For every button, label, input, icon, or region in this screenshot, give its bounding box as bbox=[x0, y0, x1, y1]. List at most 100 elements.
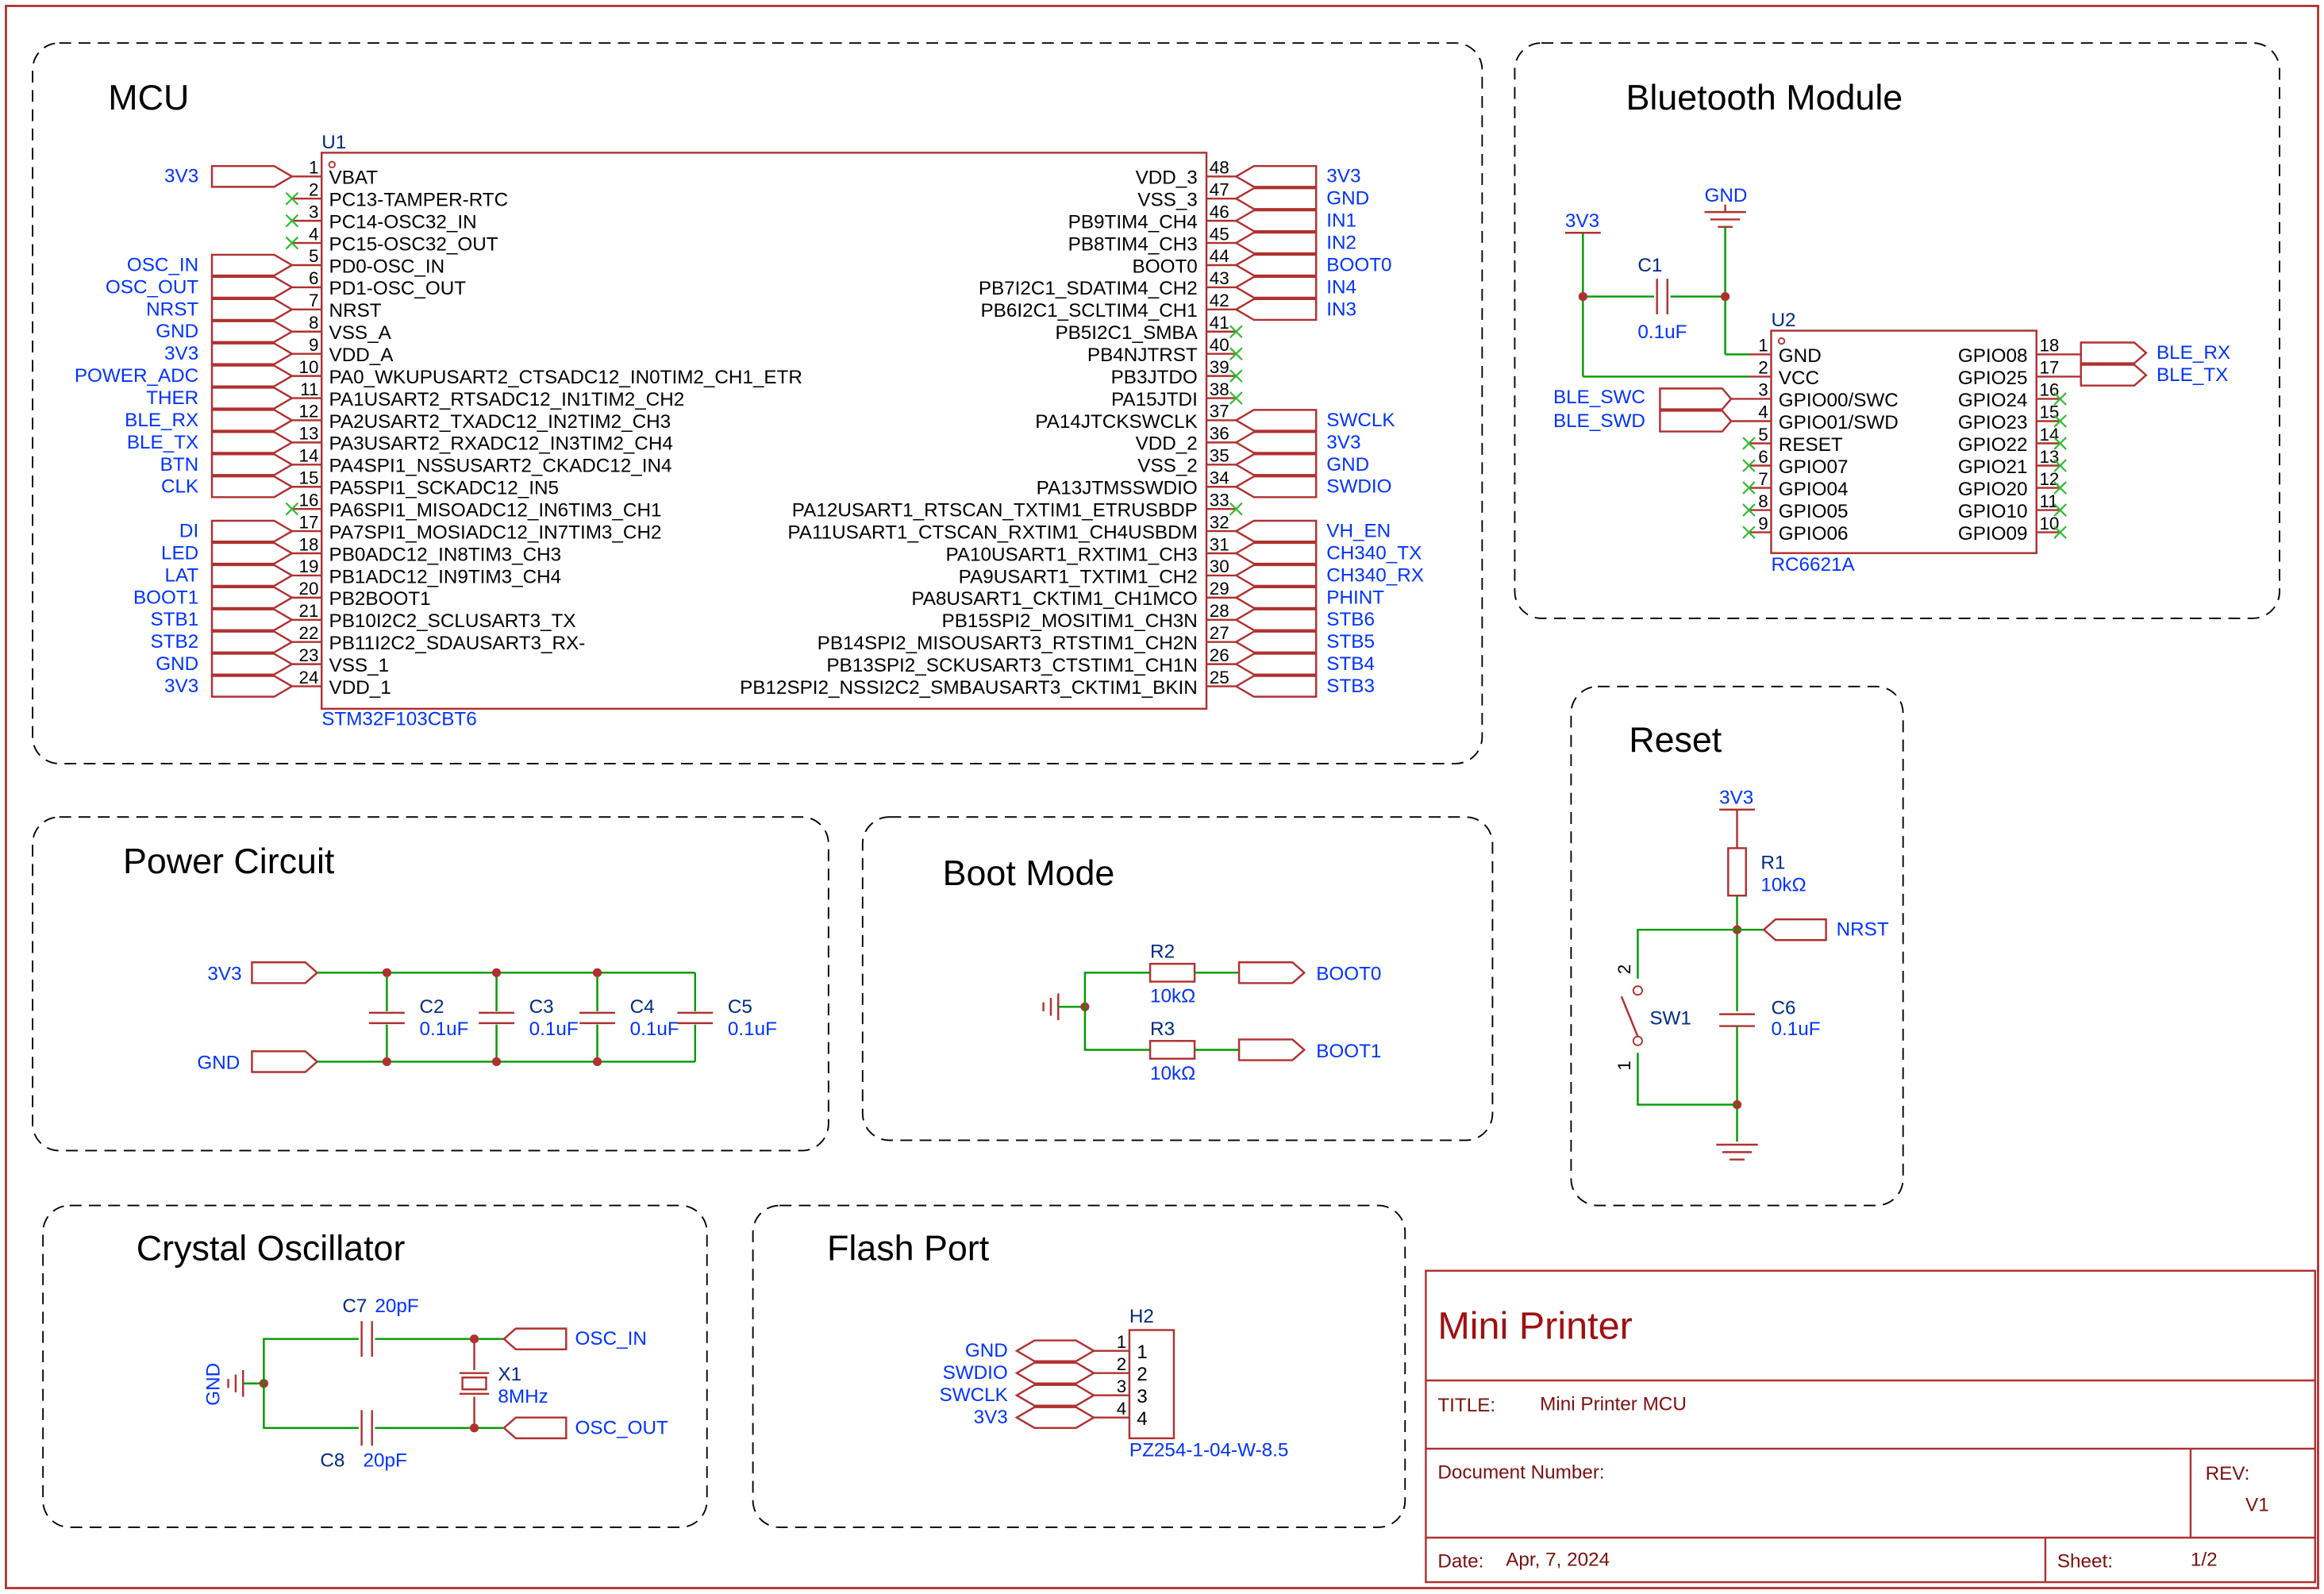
u1-pin-16-nc-b bbox=[285, 502, 299, 516]
u1-net-flag bbox=[1233, 541, 1318, 565]
u1-pin-name: PA4SPI1_NSSUSART2_CKADC12_IN4 bbox=[329, 456, 672, 477]
u2-pin-10-nc-b bbox=[2053, 526, 2067, 539]
u2-pin-name: GPIO23 bbox=[1958, 412, 2028, 433]
r3-body bbox=[1149, 1040, 1196, 1060]
u1-net-label: OSC_OUT bbox=[106, 276, 198, 298]
power-section-title: Power Circuit bbox=[123, 841, 335, 881]
u1-pin-number: 40 bbox=[1210, 335, 1229, 355]
u2-pin-13-nc bbox=[2053, 459, 2067, 472]
u1-net-label: IN4 bbox=[1326, 276, 1356, 298]
u1-net-label: STB5 bbox=[1326, 631, 1375, 653]
u2-pin-15-nc-b bbox=[2053, 414, 2067, 428]
u1-net-flag bbox=[210, 275, 294, 299]
boot-r3-wire bbox=[1083, 1007, 1151, 1051]
h2-net-flag bbox=[1014, 1361, 1096, 1384]
u1-net-label: IN1 bbox=[1326, 210, 1356, 232]
u2-right-pins: 18GPIO0817GPIO2516GPIO2415GPIO2314GPIO22… bbox=[1958, 336, 2081, 545]
h2-net-label: SWCLK bbox=[940, 1384, 1008, 1406]
u1-pin-name: VDD_1 bbox=[329, 677, 391, 699]
x1-ref: X1 bbox=[498, 1364, 521, 1385]
u1-body bbox=[321, 152, 1208, 710]
decoupling-cap: C20.1uF bbox=[368, 968, 469, 1067]
u2-pin-name: GPIO08 bbox=[1958, 345, 2028, 367]
u2-pin-number: 14 bbox=[2039, 425, 2059, 445]
h2-net-flag bbox=[1014, 1406, 1096, 1430]
u1-pin-name: PA6SPI1_MISOADC12_IN6TIM3_CH1 bbox=[329, 499, 662, 521]
u2-pin-number: 12 bbox=[2039, 469, 2059, 489]
reset-section-title: Reset bbox=[1629, 720, 1722, 760]
ble-tx-label: BLE_TX bbox=[2157, 364, 2228, 386]
u1-pin-38-nc-b bbox=[1229, 391, 1243, 405]
c8-ref: C8 bbox=[320, 1450, 344, 1471]
osc-out-label: OSC_OUT bbox=[575, 1417, 668, 1438]
osc-in-flag bbox=[502, 1327, 568, 1351]
u1-net-label: LAT bbox=[165, 564, 199, 586]
u1-pin-number: 17 bbox=[299, 512, 319, 532]
u1-pin-number: 26 bbox=[1210, 645, 1229, 665]
ble-swc-label: BLE_SWC bbox=[1553, 387, 1645, 408]
u1-pin-number: 45 bbox=[1210, 224, 1229, 244]
u2-pin-number: 2 bbox=[1758, 358, 1768, 378]
sw1-contact-bottom[interactable] bbox=[1632, 1035, 1643, 1046]
u1-pin-name: PA0_WKUPUSART2_CTSADC12_IN0TIM2_CH1_ETR bbox=[329, 367, 802, 388]
h2-net-flag bbox=[1014, 1339, 1096, 1362]
u2-pin-number: 16 bbox=[2039, 380, 2059, 400]
u1-pin-name: VSS_A bbox=[329, 322, 392, 344]
u1-pin-number: 10 bbox=[299, 357, 319, 377]
u1-pin-name: PB0ADC12_IN8TIM3_CH3 bbox=[329, 544, 562, 565]
u1-pin-41-nc bbox=[1229, 325, 1243, 339]
u1-pin-number: 47 bbox=[1210, 179, 1229, 199]
u1-pin-2-nc bbox=[285, 191, 299, 206]
u1-pin-40-nc-b bbox=[1229, 347, 1243, 360]
u2-pin-9-nc bbox=[1742, 526, 1756, 539]
u1-pin-name: PA11USART1_CTSCAN_RXTIM1_CH4USBDM bbox=[787, 522, 1197, 543]
u1-pin-name: PB5I2C1_SMBA bbox=[1055, 322, 1198, 344]
u1-pin-name: PA9USART1_TXTIM1_CH2 bbox=[959, 566, 1198, 587]
u1-pin-number: 21 bbox=[299, 601, 319, 621]
h2-pin-number-inner: 4 bbox=[1137, 1408, 1147, 1430]
power-gnd-flag bbox=[251, 1050, 319, 1073]
u1-pin-number: 30 bbox=[1210, 556, 1229, 576]
r2-ref: R2 bbox=[1150, 941, 1175, 963]
bluetooth-section-title: Bluetooth Module bbox=[1626, 78, 1903, 117]
u1-net-label: 3V3 bbox=[164, 343, 198, 364]
sw1-contact-top[interactable] bbox=[1632, 985, 1643, 996]
u1-pin-name: PB8TIM4_CH3 bbox=[1068, 233, 1198, 255]
c6-value: 0.1uF bbox=[1771, 1018, 1820, 1040]
u1-pin-number: 37 bbox=[1210, 402, 1229, 422]
r1-ref: R1 bbox=[1760, 853, 1785, 874]
sw1-lever[interactable] bbox=[1620, 995, 1639, 1038]
u1-pin-number: 2 bbox=[309, 179, 318, 199]
u2-pin-number: 3 bbox=[1758, 380, 1768, 400]
r3-value: 10kΩ bbox=[1150, 1063, 1195, 1084]
u2-pin-16-nc-b bbox=[2053, 392, 2067, 406]
u1-pin-number: 16 bbox=[299, 490, 319, 510]
h2-body bbox=[1128, 1329, 1175, 1440]
h2-pin-number-inner: 1 bbox=[1137, 1342, 1147, 1363]
u1-pin-3-nc bbox=[285, 214, 299, 228]
u1-pin-number: 5 bbox=[309, 246, 318, 266]
u1-pin-name: PC15-OSC32_OUT bbox=[329, 233, 498, 255]
u2-pin-13-nc-b bbox=[2053, 459, 2067, 472]
u1-pin-number: 25 bbox=[1210, 668, 1229, 687]
u1-net-label: GND bbox=[156, 653, 198, 675]
u1-net-flag bbox=[210, 431, 294, 454]
u2-pin-number: 18 bbox=[2039, 336, 2059, 356]
u1-net-flag bbox=[1233, 231, 1318, 255]
u1-pin-number: 43 bbox=[1210, 268, 1229, 288]
u1-net-label: CH340_TX bbox=[1326, 542, 1422, 564]
u1-pin-name: VDD_2 bbox=[1136, 433, 1198, 455]
u1-net-label: STB4 bbox=[1326, 653, 1375, 675]
u1-pin-name: PD1-OSC_OUT bbox=[329, 278, 467, 299]
u1-pin-name: PB2BOOT1 bbox=[329, 588, 431, 610]
r2-value: 10kΩ bbox=[1150, 986, 1195, 1007]
u1-pin-name: PA12USART1_RTSCAN_TXTIM1_ETRUSBDP bbox=[792, 499, 1198, 521]
cap-junction-bottom bbox=[382, 1057, 391, 1067]
u1-pin-2-nc-b bbox=[285, 191, 299, 206]
u2-pin-number: 11 bbox=[2039, 491, 2057, 511]
